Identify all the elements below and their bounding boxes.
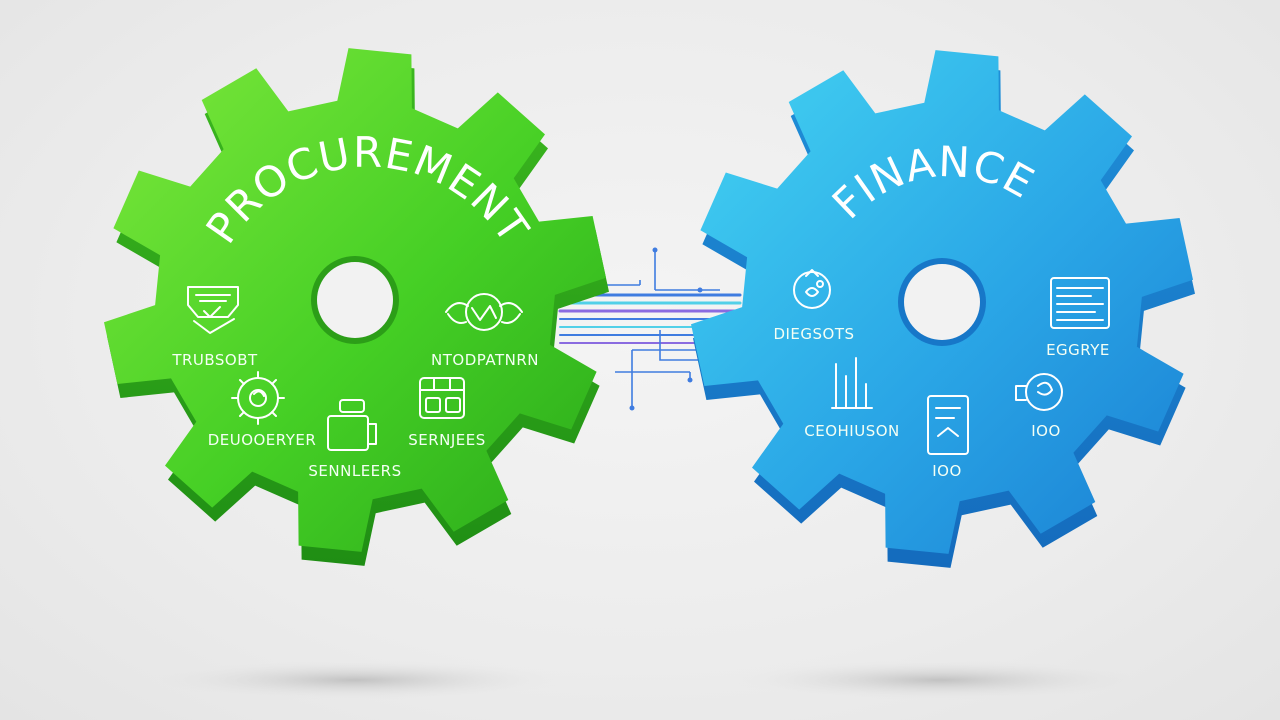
package-icon	[419, 377, 465, 419]
procurement-gear: PROCUREMENT TRUBSOBT NTODPATNRN DEUOOERY…	[104, 48, 609, 566]
document-icon	[927, 395, 969, 455]
procurement-item-label: NTODPATNRN	[431, 351, 539, 369]
contract-icon	[187, 286, 239, 334]
coin-icon	[1015, 373, 1063, 411]
settings-icon	[231, 371, 285, 425]
finance-item-label: IOO	[1031, 422, 1061, 440]
connector-branch	[654, 250, 720, 291]
connector-branch	[631, 349, 700, 408]
right-gear-shadow	[730, 660, 1150, 700]
connector-node	[697, 287, 703, 293]
finance-item-label: EGGRYE	[1046, 341, 1110, 359]
finance-gear: FINANCE DIEGSOTS EGGRYE CEOHIUSON IOO	[691, 50, 1195, 568]
money-bag-icon	[793, 269, 831, 309]
ledger-icon	[1050, 277, 1110, 329]
truck-icon	[327, 399, 377, 451]
finance-item-label: IOO	[932, 462, 962, 480]
procurement-item-label: SENNLEERS	[308, 462, 401, 480]
handshake-icon	[445, 293, 523, 331]
procurement-item-label: TRUBSOBT	[171, 351, 258, 369]
procurement-gear-hole-inner	[317, 262, 393, 338]
connector-branch	[615, 371, 691, 380]
connector-node	[629, 405, 635, 411]
connector-node	[687, 377, 693, 383]
connector-node	[652, 247, 658, 253]
left-gear-shadow	[145, 660, 565, 700]
procurement-item-label: SERNJEES	[408, 431, 486, 449]
procurement-item-label: DEUOOERYER	[208, 431, 317, 449]
bar-chart-icon	[831, 357, 873, 409]
finance-item-label: CEOHIUSON	[804, 422, 900, 440]
finance-item-label: DIEGSOTS	[773, 325, 854, 343]
finance-gear-hole-inner	[904, 264, 980, 340]
